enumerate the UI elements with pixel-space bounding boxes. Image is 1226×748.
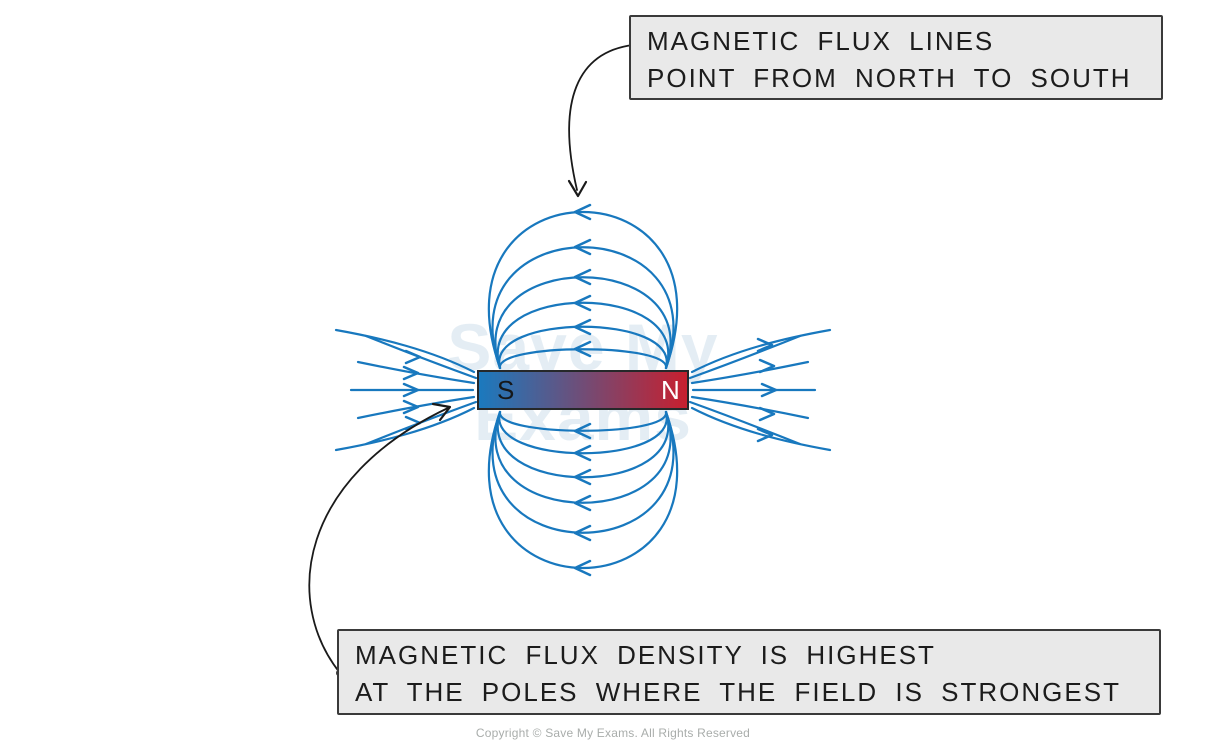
field-loop [494,410,672,504]
flux-arrowhead-icon [573,340,592,358]
flux-arrowhead-icon [573,294,592,312]
flux-arrowhead-icon [573,524,592,542]
copyright-notice: Copyright © Save My Exams. All Rights Re… [475,726,751,740]
flux-arrowhead-icon [756,337,774,353]
callout-text-line: MAGNETIC FLUX DENSITY IS HIGHEST [355,640,936,670]
flux-arrowhead-icon [573,468,592,486]
flux-arrowhead-icon [402,382,420,398]
callout-leaders [308,41,637,677]
field-loop [498,410,668,432]
callout-text-line: POINT FROM NORTH TO SOUTH [647,63,1132,93]
field-fan-line [690,360,810,385]
flux-arrowhead-icon [573,318,592,336]
field-loops-bottom [487,410,679,570]
flux-arrowhead-icon [573,494,592,512]
flux-arrowhead-icon [758,406,776,422]
field-fan-line [690,395,810,420]
callout-text-line: MAGNETIC FLUX LINES [647,26,995,56]
field-loop [496,301,670,370]
field-loop [491,246,675,370]
field-fan-line [364,334,478,380]
flux-arrowhead-icon [402,365,420,381]
flux-arrowhead-icon [573,268,592,286]
field-loop [498,410,668,455]
field-fan-line [688,400,802,446]
north-pole-label: N [661,375,680,405]
flux-arrowhead-icon [573,203,592,221]
south-pole-label: S [497,375,514,405]
flux-arrowhead-icon [573,422,592,440]
field-loop [498,348,668,370]
flux-arrowhead-icon [760,382,778,398]
field-fan-line [688,334,802,380]
bar-magnet-body [477,370,689,410]
field-fan-line [334,328,476,374]
field-loop [487,410,679,570]
field-fan-right [688,328,832,452]
flux-arrowhead-icon [573,238,592,256]
leader-curve-bottom [308,407,449,674]
flux-arrowheads-top [573,203,592,358]
field-loop [491,410,675,534]
bar-magnet: S N [477,370,689,410]
flux-arrowhead-icon [402,399,420,415]
field-loop [494,276,672,370]
field-lines [334,203,832,577]
callout-flux-density: MAGNETIC FLUX DENSITY IS HIGHEST AT THE … [337,629,1161,715]
field-loop [487,210,679,370]
field-fan-line [690,328,832,374]
flux-arrowhead-icon [573,444,592,462]
flux-arrowhead-icon [573,559,592,577]
flux-arrowheads-bottom [573,422,592,577]
leader-arrowhead-icon [567,179,588,198]
flux-arrowhead-icon [758,358,776,374]
leader-arrowhead-icon [431,402,452,422]
field-loops-top [487,210,679,370]
flux-arrowhead-icon [404,349,422,365]
callout-text-line: AT THE POLES WHERE THE FIELD IS STRONGES… [355,677,1121,707]
flux-arrowhead-icon [756,427,774,443]
field-fan-line [334,406,476,452]
callout-flux-direction: MAGNETIC FLUX LINES POINT FROM NORTH TO … [629,15,1163,100]
leader-curve-top [568,44,634,191]
field-loop [498,325,668,370]
field-fan-line [690,406,832,452]
field-loop [496,410,670,479]
